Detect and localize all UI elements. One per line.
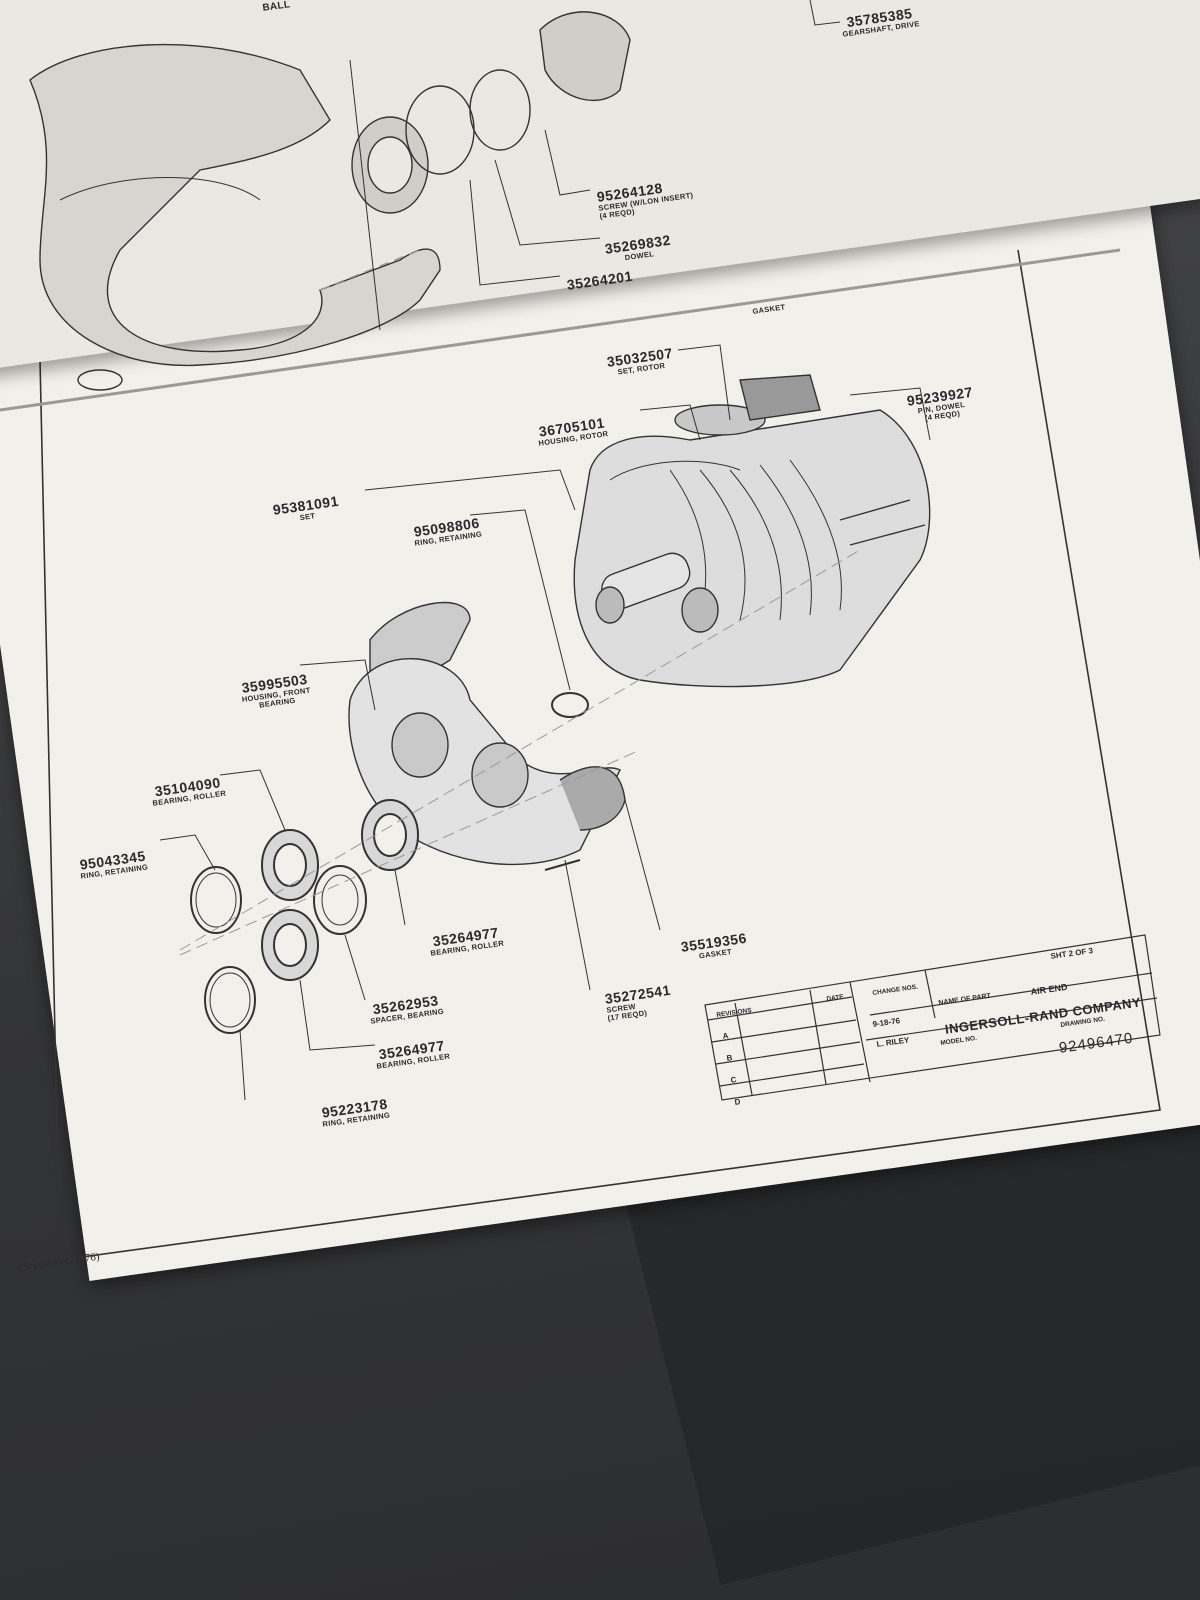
rev-letter-a: A xyxy=(722,1031,729,1041)
rotor-housing-illustration xyxy=(573,374,931,688)
leader-lines xyxy=(159,344,931,1101)
rev-letter-b: B xyxy=(726,1053,733,1063)
center-lines xyxy=(179,549,861,956)
rev-letter-d: D xyxy=(734,1097,741,1107)
title-block xyxy=(704,934,1161,1101)
front-bearing-housing-illustration xyxy=(348,601,626,866)
bearings-and-rings-illustration xyxy=(190,799,581,1034)
rev-letter-c: C xyxy=(730,1075,737,1085)
upper-leader-lines xyxy=(349,0,841,331)
